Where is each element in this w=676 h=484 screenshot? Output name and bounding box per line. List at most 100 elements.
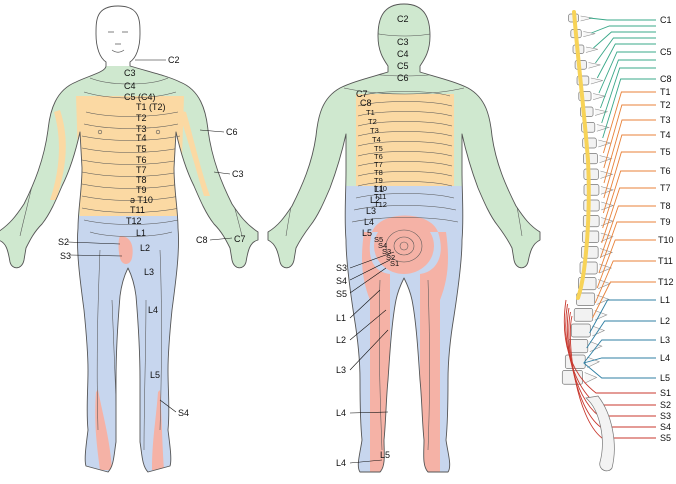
back-label-t1: T1	[366, 108, 375, 117]
front-label-t3: T3	[136, 124, 147, 134]
spine-label-s5: S5	[660, 433, 671, 443]
front-label-l2: L2	[140, 243, 150, 253]
spine-label-l3: L3	[660, 335, 670, 345]
front-label-l1: L1	[136, 228, 146, 238]
spinous-process	[601, 217, 615, 227]
vertebra	[583, 153, 598, 165]
front-labels: C2 C3 C4 C5 (C4) T1 (T2) T2 T3 T4 T5 T6 …	[58, 55, 246, 418]
front-label-t10: ə T10	[130, 195, 153, 205]
front-nipple-left	[155, 129, 161, 135]
spinous-process	[598, 139, 612, 148]
spinal-cord	[572, 10, 591, 300]
front-region-arm-left-t1	[178, 110, 210, 196]
back-label-c4: C4	[397, 49, 409, 59]
front-label-s3: S3	[60, 251, 71, 261]
spinous-process	[601, 201, 615, 211]
back-leader-lines	[349, 251, 395, 464]
back-label-l1-lower: L1	[336, 313, 346, 323]
spine-label-c1: C1	[660, 15, 672, 25]
spinal-nerve	[601, 67, 656, 124]
back-label-t9: T9	[374, 176, 383, 185]
back-label-t8: T8	[374, 168, 383, 177]
front-label-t12: T12	[126, 216, 142, 226]
spinal-nerve	[589, 17, 656, 21]
back-label-c8: C8	[360, 98, 372, 108]
front-label-c3: C3	[124, 68, 136, 78]
front-leader-lines	[67, 59, 233, 413]
spinal-nerve	[595, 37, 656, 64]
front-label-l3: L3	[144, 267, 154, 277]
spine-label-l4: L4	[660, 353, 670, 363]
spinous-process	[599, 263, 613, 274]
spine-label-t12: T12	[658, 277, 674, 287]
front-view: C2 C3 C4 C5 (C4) T1 (T2) T2 T3 T4 T5 T6 …	[0, 5, 259, 473]
back-band-lines	[285, 29, 523, 451]
front-label-t8: T8	[136, 175, 147, 185]
front-label-s4: S4	[178, 408, 189, 418]
front-label-t7: T7	[136, 165, 147, 175]
back-labels: C2 C3 C4 C5 C6 C7 C8 T1 T2 T3 T4 T5 T6 T…	[336, 14, 409, 468]
spine-nerve-lines	[563, 17, 656, 439]
front-label-c7: C7	[234, 234, 246, 244]
spinal-nerve	[591, 25, 656, 34]
front-label-t9: T9	[136, 185, 147, 195]
spine-label-s2: S2	[660, 400, 671, 410]
spine-label-t9: T9	[660, 217, 671, 227]
spinous-process	[584, 372, 598, 384]
spinal-nerve	[602, 78, 656, 139]
spinal-nerve	[586, 320, 656, 349]
front-label-t6: T6	[136, 155, 147, 165]
vertebra	[582, 215, 600, 228]
spinous-process	[589, 341, 603, 353]
spinal-nerve	[583, 339, 656, 364]
spinal-nerve	[589, 299, 656, 334]
front-label-l4: L4	[148, 305, 158, 315]
spine-label-l1: L1	[660, 295, 670, 305]
spine-label-s1: S1	[660, 388, 671, 398]
spinal-nerve	[602, 91, 656, 154]
back-label-t10: T10	[374, 184, 387, 193]
back-label-l2: L2	[370, 195, 380, 205]
front-face	[108, 31, 128, 53]
back-label-s3-upper: S3	[382, 247, 391, 256]
spine-label-l2: L2	[660, 316, 670, 326]
spine-label-t10: T10	[658, 235, 674, 245]
front-label-s2: S2	[58, 237, 69, 247]
spinal-nerve	[592, 281, 656, 319]
front-label-c8: C8	[196, 235, 208, 245]
spinal-nerve	[594, 260, 656, 304]
back-label-t12: T12	[374, 200, 387, 209]
spinal-nerve	[583, 357, 656, 364]
back-label-t6: T6	[374, 152, 383, 161]
back-label-l5-foot: L5	[380, 450, 390, 460]
spinous-process	[590, 77, 603, 85]
spinal-nerve	[603, 134, 656, 199]
back-label-c5: C5	[397, 61, 409, 71]
spine-label-t7: T7	[660, 183, 671, 193]
back-label-t5: T5	[374, 144, 383, 153]
spinous-process	[588, 62, 601, 69]
spine-label-t3: T3	[660, 115, 671, 125]
spine-label-t4: T4	[660, 130, 671, 140]
front-label-c6: C6	[226, 127, 238, 137]
spinal-nerve	[601, 187, 656, 244]
spinal-nerve	[598, 51, 656, 94]
vertebra	[582, 230, 600, 243]
vertebra	[573, 308, 594, 322]
front-label-c5: C5 (C4)	[124, 92, 156, 102]
vertebra	[564, 354, 586, 369]
front-region-sacral-genital	[118, 236, 133, 264]
vertebra	[583, 199, 600, 212]
spinous-process	[596, 294, 610, 305]
spine-label-t2: T2	[660, 100, 671, 110]
spine-labels: C1 C5 C8 T1 T2 T3 T4 T5 T6 T7 T8 T9 T10 …	[658, 15, 674, 443]
spinous-process	[585, 46, 598, 53]
spinous-process	[587, 356, 600, 368]
spine-label-t8: T8	[660, 201, 671, 211]
spinous-process	[599, 155, 613, 164]
front-label-c4: C4	[124, 81, 136, 91]
spinal-nerve	[602, 170, 656, 229]
front-label-t1: T1 (T2)	[136, 102, 166, 112]
back-label-t7: T7	[374, 160, 383, 169]
